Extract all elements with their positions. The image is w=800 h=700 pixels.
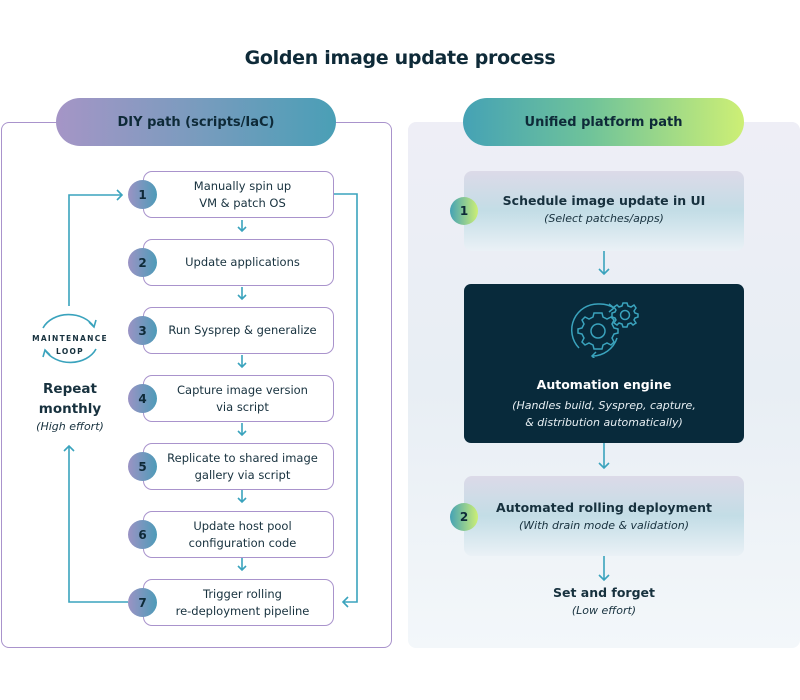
unified-path-header: Unified platform path: [463, 98, 744, 146]
loop-up-connector: [68, 194, 122, 306]
step-number-badge: 4: [128, 384, 157, 413]
arrow-deploy-to-final: [598, 556, 610, 582]
loop-bottom-connector: [68, 446, 128, 603]
maintenance-loop-label: MAINTENANCE LOOP: [32, 334, 108, 356]
page-title: Golden image update process: [244, 47, 556, 69]
set-and-forget-label: Set and forget: [552, 585, 656, 600]
high-effort-label: (High effort): [36, 420, 104, 433]
step-number-badge: 6: [128, 520, 157, 549]
repeat-monthly-label: Repeat monthly: [38, 381, 102, 417]
gears-cycle-icon: [570, 302, 639, 358]
loop-arrowhead-right: [116, 189, 124, 201]
arrow-engine-to-deploy: [598, 443, 610, 470]
diy-step-2: Update applications: [143, 239, 334, 286]
loop-arrowhead-up: [63, 444, 75, 452]
diy-path-header: DIY path (scripts/IaC): [56, 98, 336, 146]
step-arrows: [237, 220, 247, 572]
step-number-badge: 1: [128, 180, 157, 209]
step-number-badge: 7: [128, 588, 157, 617]
automation-engine-box: Automation engine (Handles build, Syspre…: [464, 284, 744, 443]
step-number-badge: 1: [450, 197, 478, 225]
step-number-badge: 2: [128, 248, 157, 277]
step-number-badge: 5: [128, 452, 157, 481]
unified-step-schedule: Schedule image update in UI (Select patc…: [464, 171, 744, 251]
step-number-badge: 2: [450, 503, 478, 531]
right-bracket-connector: [334, 193, 358, 603]
step-number-badge: 3: [128, 316, 157, 345]
arrow-schedule-to-engine: [598, 251, 610, 276]
low-effort-label: (Low effort): [571, 604, 637, 617]
right-bracket-arrowhead: [341, 596, 349, 608]
engine-description: (Handles build, Sysprep, capture, & dist…: [512, 399, 696, 429]
cycle-arrows-icon: [42, 313, 97, 364]
diy-step-3: Run Sysprep & generalize: [143, 307, 334, 354]
unified-step-deployment: Automated rolling deployment (With drain…: [464, 476, 744, 556]
